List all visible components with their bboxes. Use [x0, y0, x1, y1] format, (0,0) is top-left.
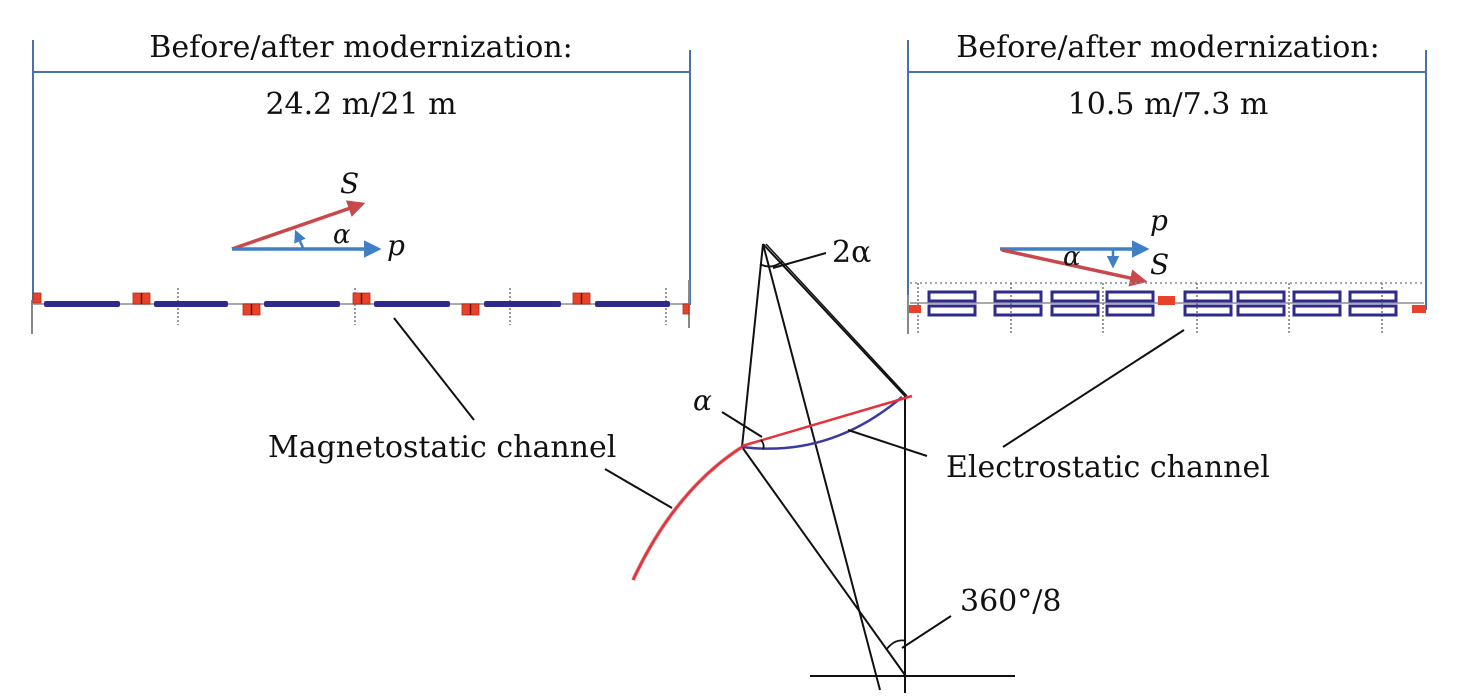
magnetostatic-orbit-red: [631, 445, 744, 581]
edge-angle-label: α: [693, 384, 712, 417]
electrostatic-deflector-plate-lower: [1105, 304, 1155, 317]
apex-line-left: [741, 243, 764, 448]
right-header-text: Before/after modernization:: [956, 30, 1379, 65]
apex-line-right: [762, 243, 906, 397]
quadrupole-magnet-middle: [1158, 296, 1175, 305]
dipole-magnet: [264, 301, 340, 307]
sector-angle-arc: [885, 639, 907, 651]
electrostatic-deflector-plate-lower: [1183, 304, 1233, 317]
electrostatic-deflector-plate-lower: [927, 304, 977, 317]
left-length-text: 24.2 m/21 m: [265, 87, 456, 122]
dipole-magnet: [44, 301, 120, 307]
apex-line-middle: [762, 243, 881, 691]
sector-angle-label: 360°/8: [960, 584, 1061, 619]
electrostatic-deflector-plate-upper: [1050, 290, 1100, 303]
right-angle-label: α: [1063, 242, 1081, 272]
left-vector-s-label: S: [340, 167, 359, 200]
apex-line-right-2: [765, 243, 908, 397]
electrostatic-deflector-plate-lower: [993, 304, 1043, 317]
edge-angle-leader: [721, 411, 763, 438]
quadrupole-magnet: [682, 303, 690, 315]
electrostatic-deflector-plate-upper: [1348, 290, 1398, 303]
magnetostatic-leader-bottom: [604, 468, 673, 509]
electrostatic-orbit-red: [741, 394, 913, 448]
electrostatic-channel-label: Electrostatic channel: [946, 450, 1270, 485]
right-vector-p-label: p: [1150, 204, 1168, 237]
electrostatic-deflector-plate-upper: [927, 290, 977, 303]
left-angle-label: α: [333, 220, 351, 250]
electrostatic-deflector-plate-upper: [1236, 290, 1286, 303]
electrostatic-deflector-plate-lower: [1348, 304, 1398, 317]
electrostatic-deflector-plate-upper: [1105, 290, 1155, 303]
dipole-magnet: [374, 301, 450, 307]
left-vector-p-label: p: [387, 229, 405, 262]
electrostatic-deflector-plate-lower: [1050, 304, 1100, 317]
dipole-magnet: [154, 301, 228, 307]
left-vector-s-arrow: [231, 200, 366, 251]
left-header-text: Before/after modernization:: [149, 30, 572, 65]
electrostatic-deflector-plate-upper: [1292, 290, 1342, 303]
dipole-magnet: [595, 301, 670, 307]
magnetostatic-orbit: [631, 445, 743, 581]
apex-angle-label: 2α: [832, 235, 871, 270]
right-vector-s-label: S: [1150, 248, 1169, 281]
right-length-text: 10.5 m/7.3 m: [1068, 87, 1269, 122]
electrostatic-deflector-plate-upper: [1183, 290, 1233, 303]
center-geometry: 2α 360°/8 α Magnetostatic channel Electr…: [268, 235, 1270, 693]
quadrupole-magnet-entry: [909, 305, 921, 313]
electrostatic-leader-top: [1002, 329, 1185, 448]
quadrupole-magnet-exit: [1412, 305, 1426, 313]
origin-line-left: [741, 446, 906, 676]
left-panel: Before/after modernization: 24.2 m/21 m …: [31, 30, 691, 334]
left-angle-arrow: [294, 229, 306, 249]
magnetostatic-channel-label: Magnetostatic channel: [268, 430, 616, 465]
electrostatic-deflector-plate-upper: [993, 290, 1043, 303]
quadrupole-magnet: [32, 292, 42, 304]
electrostatic-deflector-plate-lower: [1292, 304, 1342, 317]
sector-angle-leader: [901, 615, 952, 649]
magnetostatic-leader-top: [393, 317, 475, 421]
edge-angle-arc: [760, 439, 765, 450]
right-panel: Before/after modernization: 10.5 m/7.3 m…: [907, 30, 1427, 334]
electrostatic-deflector-plate-lower: [1236, 304, 1286, 317]
apex-angle-leader: [772, 252, 827, 269]
right-vector-s-arrow: [1001, 248, 1148, 287]
apex-angle-arc: [759, 261, 783, 268]
dipole-magnet: [484, 301, 561, 307]
electrostatic-leader-bottom: [847, 429, 928, 457]
